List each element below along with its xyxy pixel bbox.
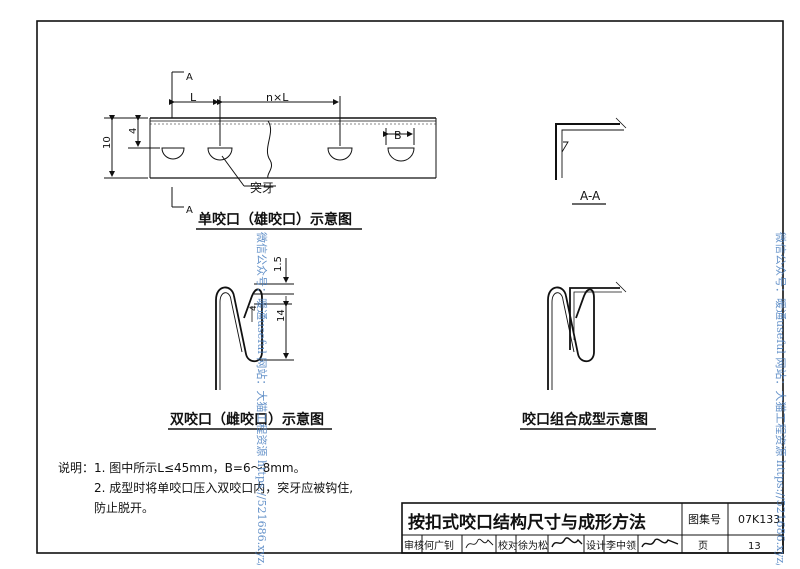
reviewer-name: 何广钊 [424, 539, 454, 552]
notes-heading: 说明： [58, 460, 94, 475]
watermark-left: 微信公众号：暖通useful 网站：大猫工程资源 https://521686.… [255, 232, 269, 565]
atlas-label: 图集号 [688, 512, 721, 526]
reviewer-signature [465, 538, 494, 549]
atlas-number: 07K133 [738, 513, 780, 526]
single-lock-caption: 单咬口（雄咬口）示意图 [198, 211, 352, 228]
dim-l-label: L [190, 91, 197, 104]
checker-name: 徐为松 [518, 539, 548, 552]
notes-line-3: 防止脱开。 [94, 500, 154, 515]
dim-b-label: B [394, 129, 402, 142]
combined-caption: 咬口组合成型示意图 [522, 411, 648, 428]
drawing-title: 按扣式咬口结构尺寸与成形方法 [408, 512, 646, 533]
designer-name: 李中领 [606, 539, 636, 552]
tooth-label: 突牙 [250, 180, 274, 195]
title-block [401, 502, 784, 554]
section-mark-top: A [186, 72, 193, 83]
dim-1-5-label: 1.5 [273, 256, 284, 272]
double-lock-caption: 双咬口（雌咬口）示意图 [170, 411, 324, 428]
check-label: 校对 [498, 539, 518, 552]
designer-signature [641, 538, 679, 548]
dim-14-label: 14 [276, 309, 287, 322]
dim-4b-label: 4 [249, 305, 259, 311]
page-number: 13 [748, 541, 761, 552]
notes-line-2: 2. 成型时将单咬口压入双咬口内，突牙应被钩住, [94, 480, 353, 495]
dim-4-label: 4 [128, 128, 139, 134]
review-label: 审核 [404, 539, 424, 552]
section-aa-label: A-A [580, 189, 601, 203]
double-lock-diagram [168, 258, 332, 430]
section-aa-diagram [555, 117, 627, 205]
page-label: 页 [698, 540, 708, 552]
combined-diagram [520, 281, 656, 430]
checker-signature [551, 537, 583, 548]
notes-line-1: 1. 图中所示L≤45mm，B=6～8mm。 [94, 460, 306, 475]
single-lock-diagram [104, 71, 437, 230]
dim-10-label: 10 [102, 136, 113, 149]
design-label: 设计 [586, 539, 606, 552]
dim-nl-label: n×L [266, 91, 289, 104]
section-mark-bottom: A [186, 205, 193, 216]
watermark-right: 微信公众号：暖通useful 网站：大猫工程资源 https://521686.… [774, 232, 788, 565]
watermark-group: 微信公众号：暖通useful 网站：大猫工程资源 https://521686.… [255, 232, 788, 567]
